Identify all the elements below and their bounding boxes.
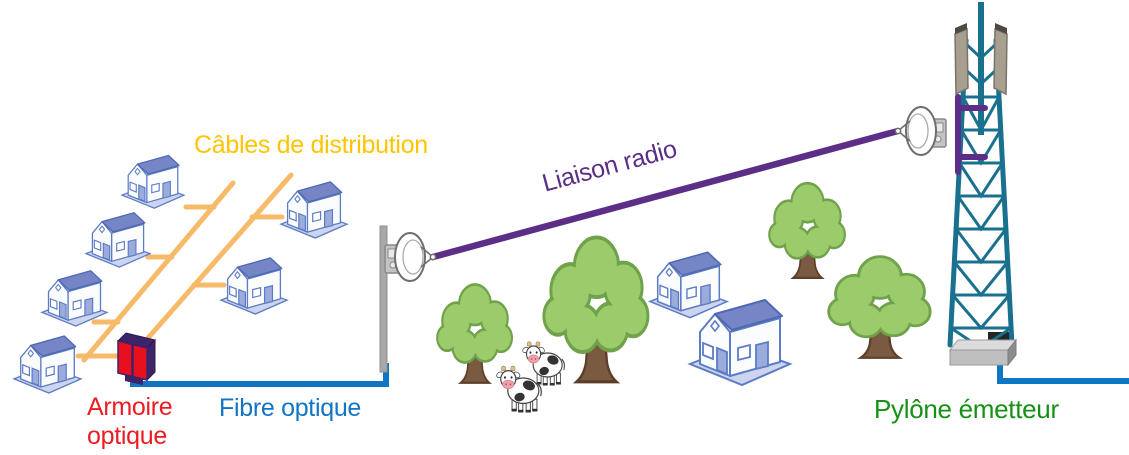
radio-mast-icon bbox=[379, 225, 437, 373]
fiber-optic-line-right bbox=[997, 349, 1129, 384]
label-pylone-emetteur: Pylône émetteur bbox=[874, 394, 1059, 424]
label-cables-distribution: Câbles de distribution bbox=[194, 131, 428, 159]
house-icon bbox=[649, 251, 728, 319]
label-fibre-optique: Fibre optique bbox=[219, 394, 362, 422]
pylon-base bbox=[948, 338, 1018, 367]
house-icon bbox=[220, 257, 288, 315]
house-icon bbox=[121, 154, 185, 209]
dish-mount-bracket bbox=[955, 94, 988, 175]
house-icon bbox=[689, 299, 791, 386]
radio-link-line bbox=[429, 127, 902, 261]
house-icon bbox=[85, 212, 151, 268]
house-icon bbox=[13, 335, 82, 394]
transmitter-pylon-icon bbox=[894, 2, 1018, 367]
label-armoire-optique: Armoire optique bbox=[87, 393, 173, 451]
dish-antenna-icon bbox=[384, 232, 437, 282]
house-icon bbox=[41, 270, 108, 327]
label-armoire-line1: Armoire bbox=[87, 393, 173, 421]
fiber-optic-line bbox=[130, 363, 389, 387]
dish-antenna-icon bbox=[894, 106, 947, 156]
panel-antenna-icon bbox=[954, 23, 1008, 96]
tree-icon bbox=[435, 283, 514, 385]
cow-icon bbox=[495, 365, 542, 414]
label-armoire-line2: optique bbox=[87, 422, 167, 450]
optical-cabinet-icon bbox=[117, 332, 156, 385]
tree-icon bbox=[827, 255, 932, 360]
tree-icon bbox=[767, 181, 847, 280]
distribution-cables bbox=[75, 172, 294, 363]
house-icon bbox=[280, 181, 348, 239]
